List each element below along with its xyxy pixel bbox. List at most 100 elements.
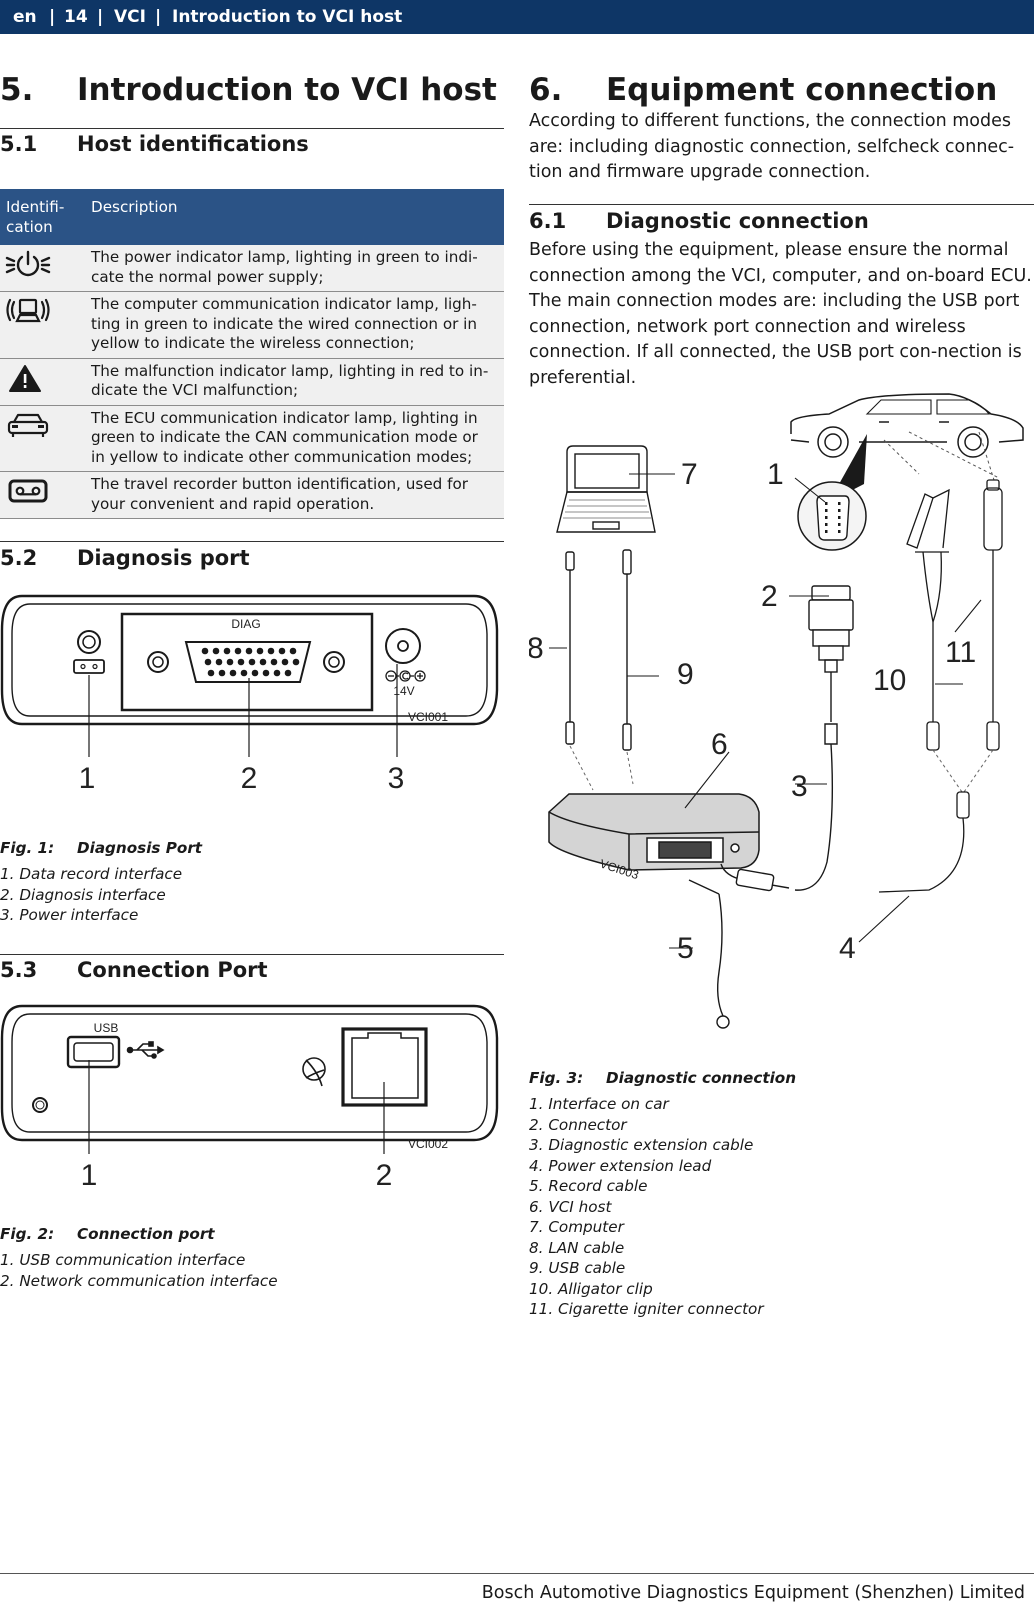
callout-10: 10 [873,664,906,697]
caption-item: 9. USB cable [529,1259,626,1277]
diag-label: DIAG [231,617,260,631]
voltage-label: 14V [393,684,414,698]
caption-item: 7. Computer [529,1218,624,1236]
page-header-bar: en | 14 | VCI | Introduction to VCI host [0,0,1034,34]
tape-recorder-icon [73,659,105,674]
identification-cell [0,291,85,359]
callout-2: 2 [376,1159,393,1192]
table-row: The computer communication indicator lam… [0,291,504,359]
divider [529,204,1034,205]
description-cell: The travel recorder button identificatio… [85,471,504,519]
caption-title: Diagnostic connection [606,1069,797,1087]
section-title: Equipment connection [606,72,998,108]
connection-port-figure: USB VCI002 1 2 [0,1004,499,1192]
footer-divider [0,1573,1034,1574]
identification-cell [0,405,85,472]
section-title: Diagnostic connection [606,209,869,233]
table-row: The malfunction indicator lamp, lighting… [0,358,504,406]
callout-2: 2 [761,580,778,613]
usb-icon [126,1041,165,1059]
section-title: Host identifications [77,132,309,156]
description-cell: The malfunction indicator lamp, lighting… [85,358,504,406]
description-cell: The computer communication indicator lam… [85,291,504,359]
section-6-intro: According to different functions, the co… [529,111,1015,182]
figure-code: VCI002 [408,1137,448,1151]
caption-item: 3. Power interface [0,906,139,924]
section-number: 5.1 [0,132,38,156]
caption-item: 5. Record cable [529,1177,648,1195]
connector-pins [201,647,300,677]
section-number: 6. [529,72,563,108]
alligator-clip-illustration [906,488,950,751]
cigarette-igniter-illustration [983,479,1003,751]
host-identification-table: Identifi- cation Description The power i… [0,189,504,519]
callout-1: 1 [81,1159,98,1192]
callout-7: 7 [681,458,698,491]
caption-title: Connection port [77,1225,215,1243]
power-jack [385,628,421,664]
callout-9: 9 [677,658,694,691]
section-6-1-body: Before using the equipment, please ensur… [529,240,1032,388]
header-lang: en [13,7,37,27]
header-product: VCI [114,7,146,27]
figure-1-caption: Fig. 1: Diagnosis Port 1. Data record in… [0,838,504,926]
polarity-symbol [385,670,426,682]
identification-cell [0,245,85,292]
caption-label: Fig. 1: [0,839,55,857]
db26-connector [184,641,312,683]
caption-item: 1. USB communication interface [0,1251,246,1269]
caption-item: 4. Power extension lead [529,1156,712,1175]
caption-item: 3. Diagnostic extension cable [529,1136,754,1154]
callout-8: 8 [529,632,544,665]
footer-company: Bosch Automotive Diagnostics Equipment (… [481,1583,1025,1603]
diagnostic-connection-figure: VCI003 7 1 2 8 9 11 10 6 3 5 4 [529,393,1024,1029]
section-title: Connection Port [77,958,268,982]
divider [0,128,504,129]
callout-6: 6 [711,728,728,761]
identification-cell [0,358,85,406]
car-illustration [790,393,1024,458]
caption-item: 2. Diagnosis interface [0,885,166,904]
header-separator: | [49,7,56,27]
diagnosis-interface-frame [120,612,374,712]
section-number: 5.2 [0,546,38,570]
section-title: Introduction to VCI host [77,72,497,108]
figure-2-caption: Fig. 2: Connection port 1. USB communica… [0,1224,504,1291]
caption-label: Fig. 2: [0,1225,55,1243]
data-record-jack [77,630,101,654]
table-row: The ECU communication indicator lamp, li… [0,405,504,472]
section-number: 5.3 [0,958,38,982]
car-icon [7,413,49,437]
section-number: 6.1 [529,209,567,233]
section-number: 5. [0,72,34,108]
callout-1: 1 [79,762,96,795]
power-icon [5,250,51,277]
header-separator: | [155,7,162,27]
caption-item: 1. Data record interface [0,865,183,883]
diagnosis-port-figure: DIAG 14V VCI001 1 2 3 [0,594,499,795]
callout-2: 2 [241,762,258,795]
figure-3-caption: Fig. 3: Diagnostic connection 1. Interfa… [529,1068,1034,1320]
header-section: Introduction to VCI host [172,7,403,27]
caption-item: 10. Alligator clip [529,1279,653,1298]
caption-item: 11. Cigarette igniter connector [529,1300,764,1318]
caption-item: 2. Connector [529,1115,627,1134]
table-header-row: Identifi- cation Description [0,189,504,245]
usb-port [66,1035,121,1069]
laptop-illustration [556,445,656,533]
header-separator: | [97,7,104,27]
network-icon [302,1057,326,1087]
usb-label: USB [94,1021,119,1035]
divider [0,954,504,955]
divider [0,541,504,542]
caption-item: 8. LAN cable [529,1238,625,1257]
tape-recorder-icon [8,479,48,503]
caption-item: 1. Interface on car [529,1095,669,1113]
figure-code: VCI001 [408,710,448,724]
section-5-3-heading: 5.3 Connection Port [0,958,504,988]
identification-cell [0,471,85,519]
indicator-hole [32,1097,48,1113]
caption-label: Fig. 3: [529,1069,584,1087]
callout-11: 11 [945,636,976,669]
section-5-2-heading: 5.2 Diagnosis port [0,546,504,576]
